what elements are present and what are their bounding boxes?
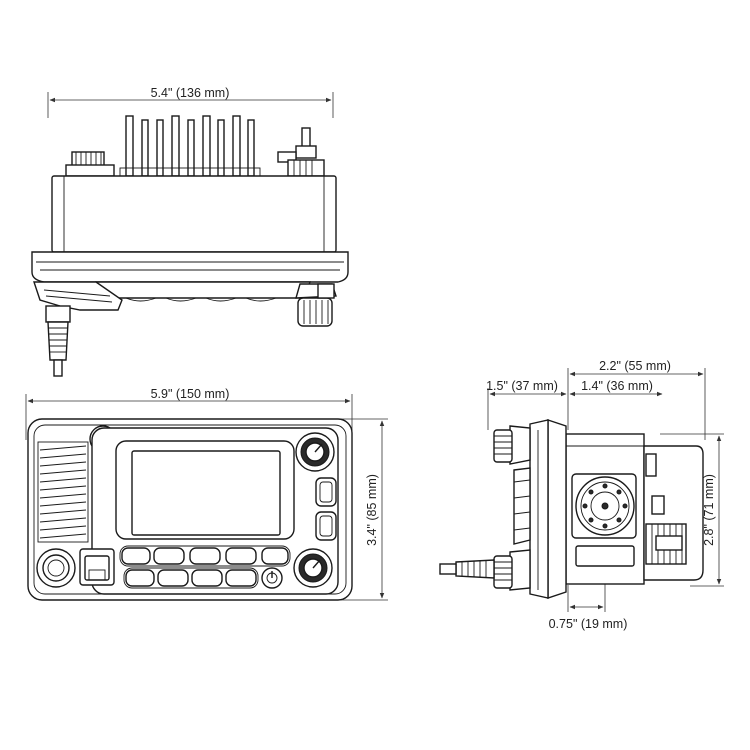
side-button-1 — [315, 477, 337, 507]
side-front-controls — [493, 425, 531, 591]
side-mid-connector — [651, 495, 665, 515]
heatsink-fins — [119, 115, 261, 177]
antenna-connector — [277, 127, 325, 177]
side-button-2 — [315, 511, 337, 541]
front-bottom-left-knob — [36, 548, 76, 588]
side-offset-label: 0.75" (19 mm) — [549, 617, 628, 631]
front-width-label: 5.9" (150 mm) — [151, 387, 230, 401]
side-total-depth-label: 2.2" (55 mm) — [599, 359, 671, 373]
power-button — [261, 567, 283, 589]
mic-cable — [45, 305, 71, 377]
side-front-bezel — [529, 419, 549, 599]
left-rear-connector — [65, 151, 115, 177]
side-front-depth-label: 1.5" (37 mm) — [486, 379, 558, 393]
front-height-label: 3.4" (85 mm) — [365, 474, 379, 546]
lcd-screen — [131, 450, 281, 536]
mic-jack — [79, 548, 115, 586]
side-height-label: 2.8" (71 mm) — [702, 474, 716, 546]
top-button-edge — [95, 281, 312, 299]
side-top-connector — [645, 453, 657, 477]
side-antenna-connector — [645, 523, 687, 565]
top-mic-boot — [33, 281, 123, 311]
button-row-2 — [123, 567, 259, 589]
top-view: 5.4" (136 mm) — [31, 86, 349, 377]
button-row-1 — [119, 545, 291, 567]
side-mic-cable — [439, 559, 495, 579]
top-right-knob — [295, 283, 337, 327]
channel-knob — [293, 548, 333, 588]
volume-knob — [295, 432, 335, 472]
top-body — [51, 175, 337, 253]
front-view: 5.9" (150 mm) 3.4" (85 mm) — [25, 387, 388, 601]
top-bezel — [31, 251, 349, 283]
side-round-connector — [571, 473, 637, 539]
side-view: 2.2" (55 mm) 1.5" (37 mm) 1.4" (36 mm) 2… — [439, 359, 724, 631]
side-front-plate — [547, 419, 567, 599]
speaker-grille — [37, 441, 89, 543]
top-width-label: 5.4" (136 mm) — [151, 86, 230, 100]
side-rear-depth-label: 1.4" (36 mm) — [581, 379, 653, 393]
side-label-plate — [575, 545, 635, 567]
